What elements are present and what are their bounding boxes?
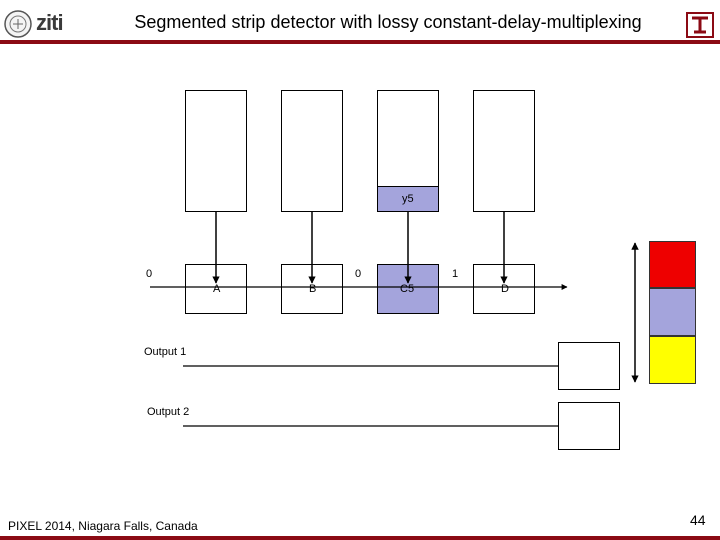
slide-title: Segmented strip detector with lossy cons… [134, 12, 642, 32]
output-2-box [558, 402, 620, 450]
bus-value-1: 1 [452, 268, 459, 280]
institute-logo [686, 12, 714, 38]
delay-label-a: A [213, 283, 221, 295]
output-2-label: Output 2 [147, 406, 190, 418]
color-scale-blue [649, 288, 696, 336]
bus-value-0-left: 0 [146, 268, 153, 280]
university-seal-logo [4, 10, 32, 38]
footer-rule [0, 536, 720, 540]
delay-label-d: D [501, 283, 509, 295]
bus-value-0-mid: 0 [355, 268, 362, 280]
strip-3-label: y5 [402, 193, 414, 205]
strip-1 [185, 90, 247, 212]
header-rule [0, 40, 720, 44]
color-scale-yellow [649, 336, 696, 384]
delay-label-b: B [309, 283, 317, 295]
strip-3: y5 [377, 90, 439, 212]
output-1-box [558, 342, 620, 390]
delay-label-c5: C5 [400, 283, 415, 295]
strip-4 [473, 90, 535, 212]
strip-2 [281, 90, 343, 212]
page-number: 44 [690, 512, 706, 528]
output-1-label: Output 1 [144, 346, 187, 358]
ziti-logo: ziti [36, 10, 64, 35]
strip-3-hit-segment [377, 186, 439, 212]
footer-conference: PIXEL 2014, Niagara Falls, Canada [8, 519, 198, 533]
color-scale-red [649, 241, 696, 288]
